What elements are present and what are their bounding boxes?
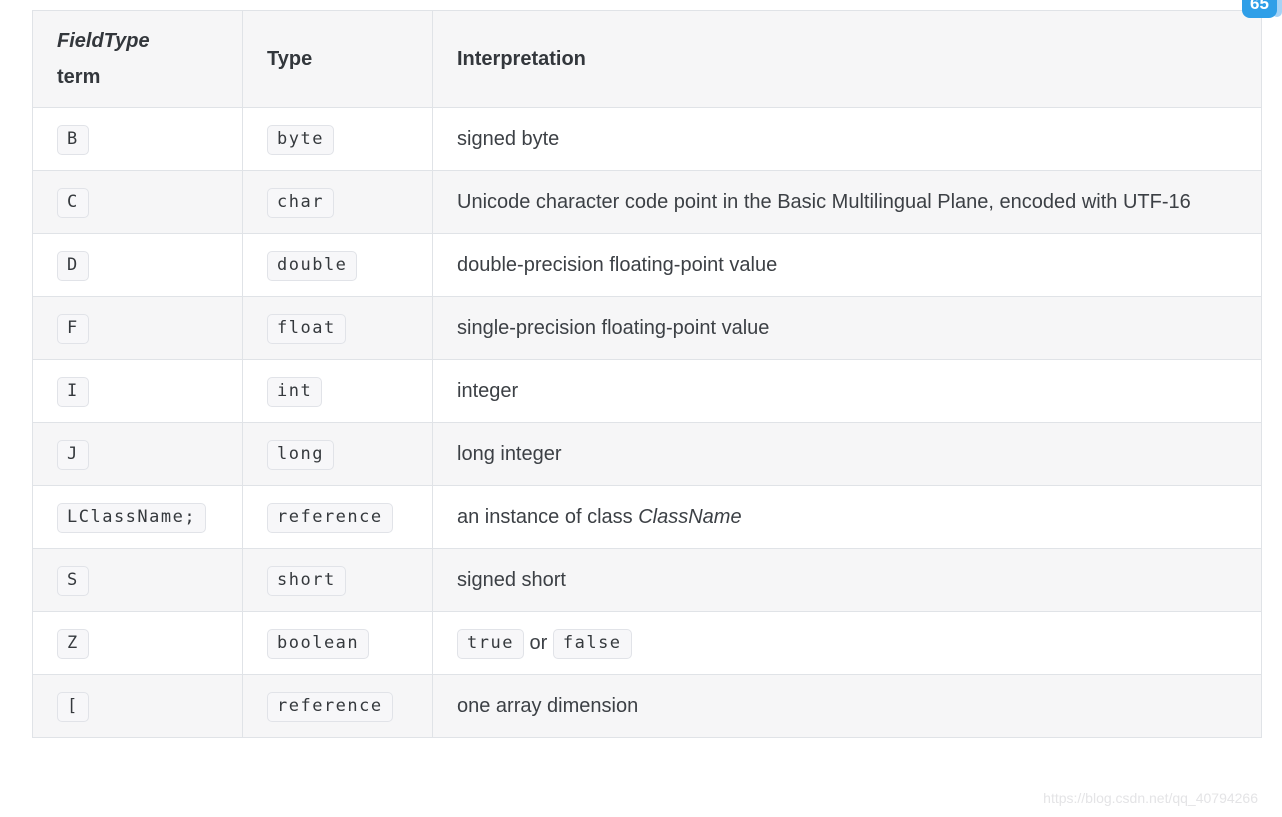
col-header-type: Type — [242, 10, 433, 108]
counter-badge[interactable]: 65 — [1242, 0, 1277, 18]
type-cell: reference — [242, 674, 433, 738]
col-header-interpretation: Interpretation — [432, 10, 1262, 108]
col-header-term-label: term — [57, 66, 101, 88]
interpretation-text: single-precision floating-point value — [457, 317, 770, 339]
fieldtype-term-cell: S — [32, 548, 243, 612]
header-row: FieldType term Type Interpretation — [32, 10, 1262, 108]
counter-badge-secondary — [1272, 0, 1282, 17]
interpretation-cell: integer — [432, 359, 1262, 423]
interpretation-cell: signed short — [432, 548, 1262, 612]
term-code-chip: J — [57, 439, 89, 470]
interpretation-cell: single-precision floating-point value — [432, 296, 1262, 360]
interpretation-cell: signed byte — [432, 107, 1262, 171]
type-cell: boolean — [242, 611, 433, 675]
term-code-chip: B — [57, 124, 89, 155]
interpretation-code-chip: false — [552, 628, 632, 659]
type-cell: byte — [242, 107, 433, 171]
fieldtype-term-cell: [ — [32, 674, 243, 738]
fieldtype-term-cell: F — [32, 296, 243, 360]
type-code-chip: int — [267, 376, 323, 407]
interpretation-cell: one array dimension — [432, 674, 1262, 738]
table-row: [ reference one array dimension — [32, 674, 1262, 738]
term-code-chip: D — [57, 250, 89, 281]
type-cell: reference — [242, 485, 433, 549]
type-code-chip: reference — [267, 502, 393, 533]
fieldtype-term-cell: I — [32, 359, 243, 423]
type-cell: int — [242, 359, 433, 423]
term-code-chip: C — [57, 187, 89, 218]
interpretation-cell: true or false — [432, 611, 1262, 675]
term-code-chip: I — [57, 376, 89, 407]
fieldtype-term-cell: C — [32, 170, 243, 234]
term-code-chip: [ — [57, 691, 89, 722]
interpretation-text: one array dimension — [457, 695, 639, 717]
type-code-chip: short — [267, 565, 346, 596]
fieldtype-term-cell: J — [32, 422, 243, 486]
interpretation-cell: Unicode character code point in the Basi… — [432, 170, 1262, 234]
type-code-chip: reference — [267, 691, 393, 722]
type-code-chip: long — [267, 439, 334, 470]
fieldtype-term-cell: Z — [32, 611, 243, 675]
interpretation-cell: an instance of class ClassName — [432, 485, 1262, 549]
interpretation-text: long integer — [457, 443, 562, 465]
type-cell: double — [242, 233, 433, 297]
interpretation-italic-text: ClassName — [638, 506, 742, 528]
term-code-chip: S — [57, 565, 89, 596]
fieldtype-term-cell: B — [32, 107, 243, 171]
interpretation-cell: double-precision floating-point value — [432, 233, 1262, 297]
col-header-fieldtype-term: FieldType term — [32, 10, 243, 108]
counter-badge-label: 65 — [1250, 0, 1269, 13]
col-header-fieldtype-label: FieldType — [57, 30, 150, 52]
type-cell: float — [242, 296, 433, 360]
watermark: https://blog.csdn.net/qq_40794266 — [1043, 790, 1258, 806]
term-code-chip: F — [57, 313, 89, 344]
type-code-chip: char — [267, 187, 334, 218]
interpretation-text: integer — [457, 380, 519, 402]
type-cell: char — [242, 170, 433, 234]
interpretation-text: signed byte — [457, 128, 560, 150]
interpretation-text: signed short — [457, 569, 566, 591]
type-code-chip: float — [267, 313, 346, 344]
interpretation-text: an instance of class — [457, 506, 639, 528]
type-cell: short — [242, 548, 433, 612]
type-code-chip: double — [267, 250, 358, 281]
term-code-chip: Z — [57, 628, 89, 659]
table-row: LClassName; reference an instance of class… — [32, 485, 1262, 549]
fieldtype-term-cell: LClassName; — [32, 485, 243, 549]
interpretation-code-chip: true — [457, 628, 524, 659]
type-code-chip: boolean — [267, 628, 370, 659]
interpretation-text: double-precision floating-point value — [457, 254, 778, 276]
interpretation-cell: long integer — [432, 422, 1262, 486]
fieldtype-term-cell: D — [32, 233, 243, 297]
type-code-chip: byte — [267, 124, 334, 155]
interpretation-text: Unicode character code point in the Basi… — [457, 191, 1191, 213]
type-cell: long — [242, 422, 433, 486]
term-code-chip: LClassName; — [57, 502, 207, 533]
interpretation-text: or — [523, 632, 553, 654]
